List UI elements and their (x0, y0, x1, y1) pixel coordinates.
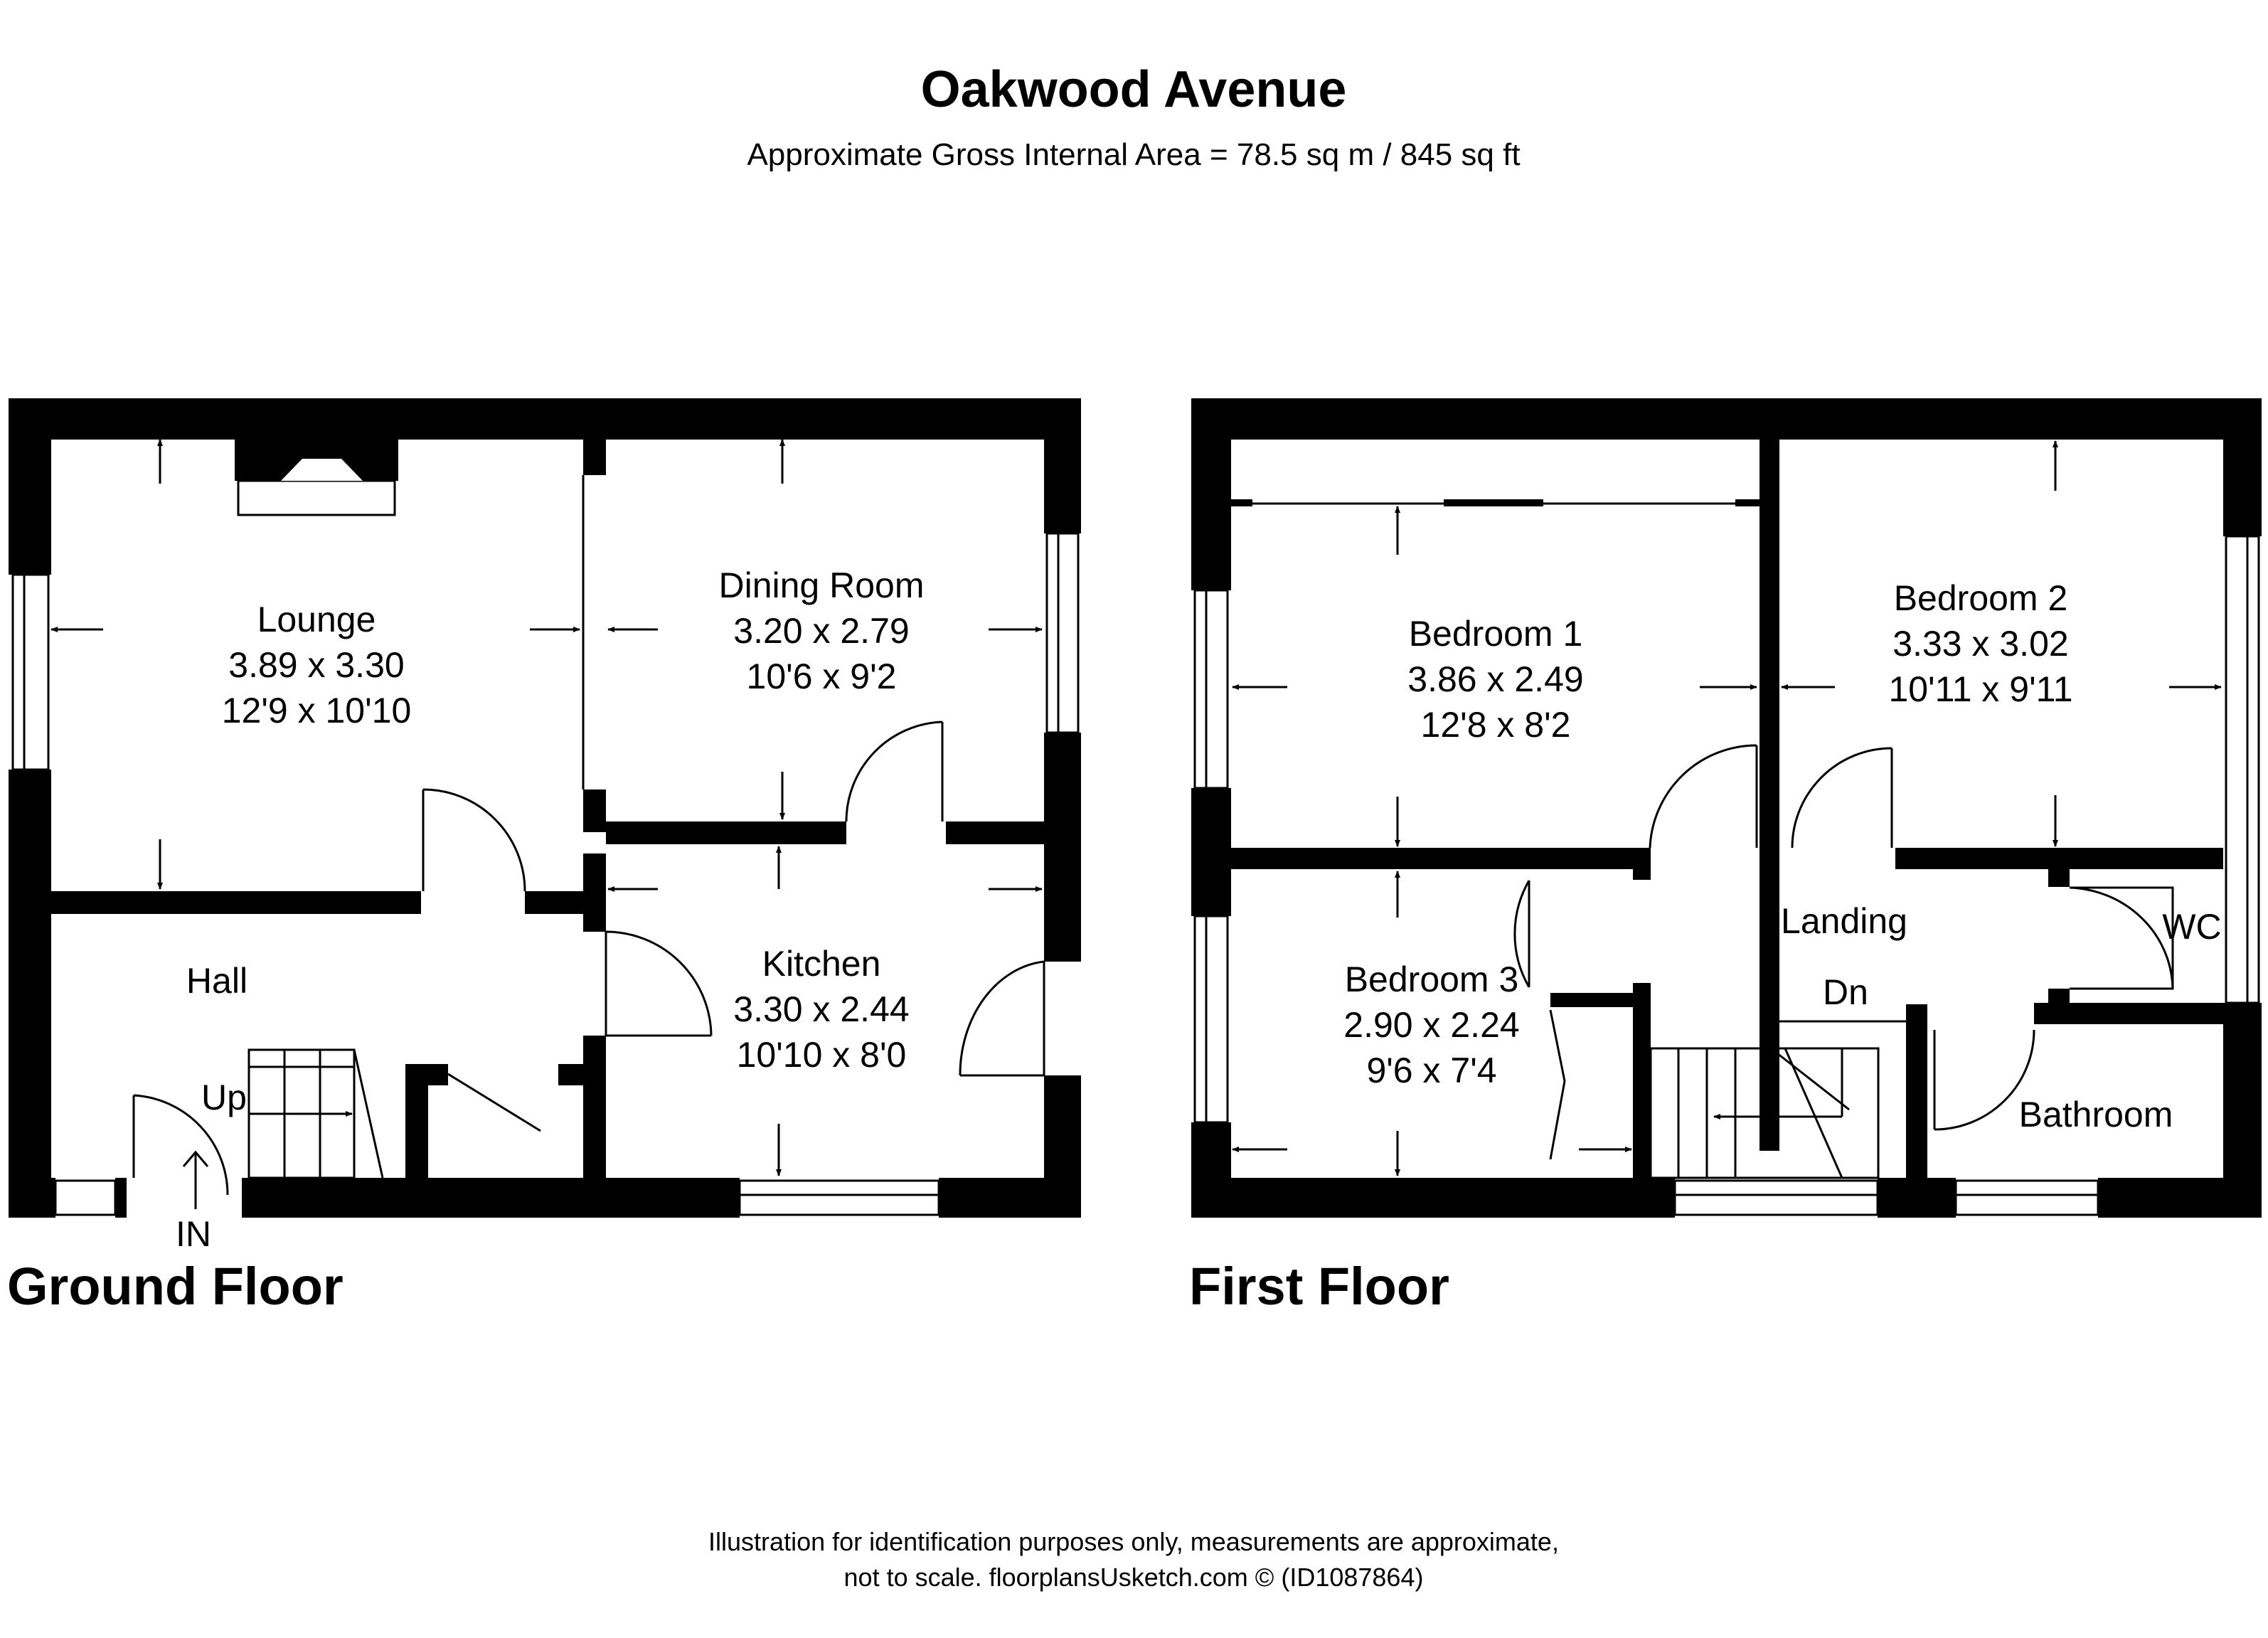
page-title: Oakwood Avenue (921, 61, 1347, 118)
bedroom-2-label: Bedroom 2 (1894, 578, 2068, 618)
entrance-label: IN (176, 1214, 211, 1254)
hall-label: Hall (186, 961, 247, 1001)
landing-label: Landing (1781, 901, 1907, 941)
bedroom-1-imperial: 12'8 x 8'2 (1421, 705, 1571, 745)
bedroom-1-label: Bedroom 1 (1409, 614, 1583, 654)
disclaimer-line-2: not to scale. floorplansUsketch.com © (I… (844, 1563, 1424, 1592)
bedroom-3-imperial: 9'6 x 7'4 (1366, 1051, 1496, 1090)
bedroom-3-label: Bedroom 3 (1345, 959, 1519, 999)
first-floor-title: First Floor (1189, 1257, 1449, 1316)
bedroom-2-imperial: 10'11 x 9'11 (1888, 669, 2072, 709)
bathroom-label: Bathroom (2019, 1095, 2173, 1134)
ground-floor-plan (9, 398, 1081, 1218)
dining-room-label: Dining Room (718, 565, 924, 605)
stairs-up-label: Up (201, 1078, 247, 1117)
area-subtitle: Approximate Gross Internal Area = 78.5 s… (747, 137, 1520, 172)
lounge-label: Lounge (257, 600, 376, 639)
bedroom-2-metric: 3.33 x 3.02 (1892, 624, 2068, 664)
dining-room-metric: 3.20 x 2.79 (733, 611, 909, 651)
dining-room-imperial: 10'6 x 9'2 (747, 656, 897, 696)
stairs-down-label: Dn (1823, 972, 1868, 1012)
ground-floor-title: Ground Floor (7, 1257, 344, 1316)
bedroom-3-metric: 2.90 x 2.24 (1343, 1005, 1519, 1045)
wc-label: WC (2162, 907, 2221, 947)
kitchen-label: Kitchen (762, 944, 881, 984)
kitchen-metric: 3.30 x 2.44 (733, 989, 909, 1029)
lounge-imperial: 12'9 x 10'10 (222, 691, 412, 730)
lounge-metric: 3.89 x 3.30 (228, 645, 404, 685)
first-floor-plan (1191, 398, 2262, 1218)
bedroom-1-metric: 3.86 x 2.49 (1407, 659, 1583, 699)
kitchen-imperial: 10'10 x 8'0 (737, 1035, 907, 1075)
disclaimer-line-1: Illustration for identification purposes… (708, 1527, 1559, 1556)
